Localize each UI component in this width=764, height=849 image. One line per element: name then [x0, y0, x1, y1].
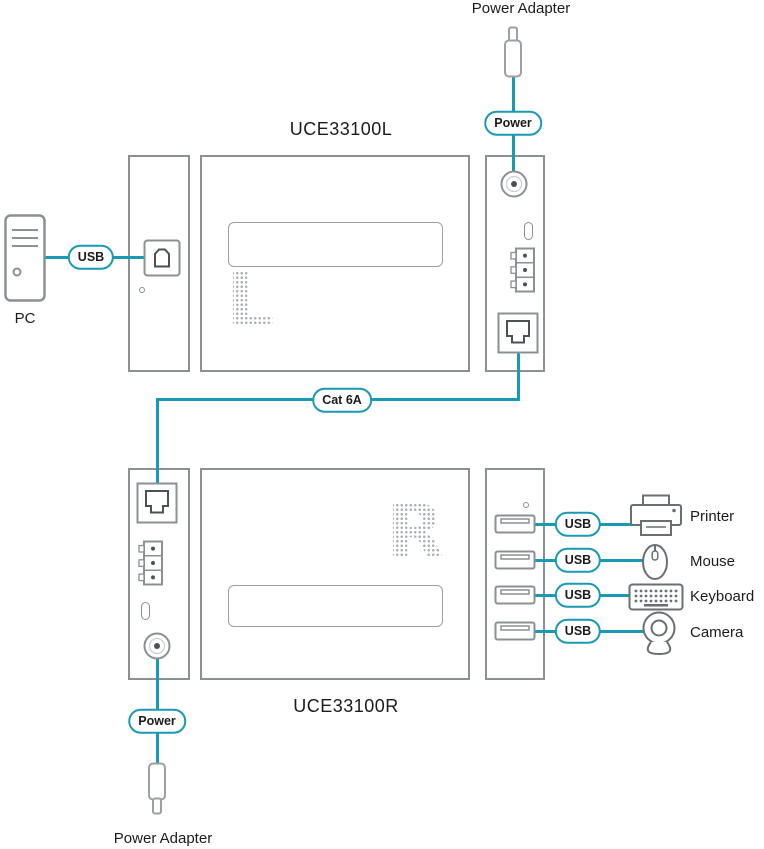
- power-top-pill: Power: [484, 110, 542, 136]
- bottom-unit-right-panel: [485, 468, 545, 680]
- top-unit-title: UCE33100L: [289, 119, 393, 139]
- pc-icon: [4, 214, 46, 302]
- keyboard-icon: [628, 583, 684, 611]
- camera-label: Camera: [690, 624, 744, 641]
- usb-c-port-top: [524, 222, 533, 240]
- power-jack-bottom: [143, 632, 171, 660]
- rj45-port-bottom: [136, 482, 178, 524]
- cat6a-pill: Cat 6A: [312, 387, 372, 413]
- usb-keyboard-pill: USB: [554, 582, 602, 608]
- bottom-unit-front-panel: [200, 468, 470, 680]
- power-adapter-top-icon: [504, 26, 522, 78]
- usb-a-port-3: [494, 585, 536, 605]
- status-led-top: [139, 287, 145, 293]
- usb-camera-pill: USB: [554, 618, 602, 644]
- display-window-top: [228, 222, 443, 267]
- printer-icon: [630, 494, 682, 536]
- power-adapter-bottom-icon: [148, 762, 166, 815]
- usb-a-port-4: [494, 621, 536, 641]
- bottom-unit-title: UCE33100R: [293, 696, 399, 716]
- usb-b-port: [143, 239, 181, 277]
- watermark-r: R: [386, 487, 445, 576]
- rj45-port-top: [497, 312, 539, 354]
- power-adapter-bottom-label: Power Adapter: [113, 830, 213, 847]
- cable-cat6a-down-left: [155, 398, 159, 492]
- power-bottom-pill: Power: [128, 708, 186, 734]
- cable-cat6a-down-right: [516, 350, 520, 401]
- usb-c-port-bottom: [141, 602, 150, 620]
- terminal-block-top: [510, 247, 535, 293]
- pc-label: PC: [14, 310, 36, 327]
- power-adapter-top-label: Power Adapter: [471, 0, 571, 17]
- keyboard-label: Keyboard: [690, 588, 755, 605]
- usb-printer-pill: USB: [554, 511, 602, 537]
- usb-a-port-1: [494, 514, 536, 534]
- display-window-bottom: [228, 585, 443, 627]
- usb-pc-pill: USB: [67, 244, 115, 270]
- power-jack-top: [500, 170, 528, 198]
- printer-label: Printer: [690, 508, 735, 525]
- terminal-block-bottom: [138, 540, 163, 586]
- mouse-label: Mouse: [690, 553, 736, 570]
- watermark-l: L: [226, 255, 275, 344]
- usb-a-port-2: [494, 550, 536, 570]
- mouse-icon: [642, 544, 668, 580]
- camera-icon: [642, 611, 676, 656]
- status-led-bottom: [523, 502, 529, 508]
- usb-mouse-pill: USB: [554, 547, 602, 573]
